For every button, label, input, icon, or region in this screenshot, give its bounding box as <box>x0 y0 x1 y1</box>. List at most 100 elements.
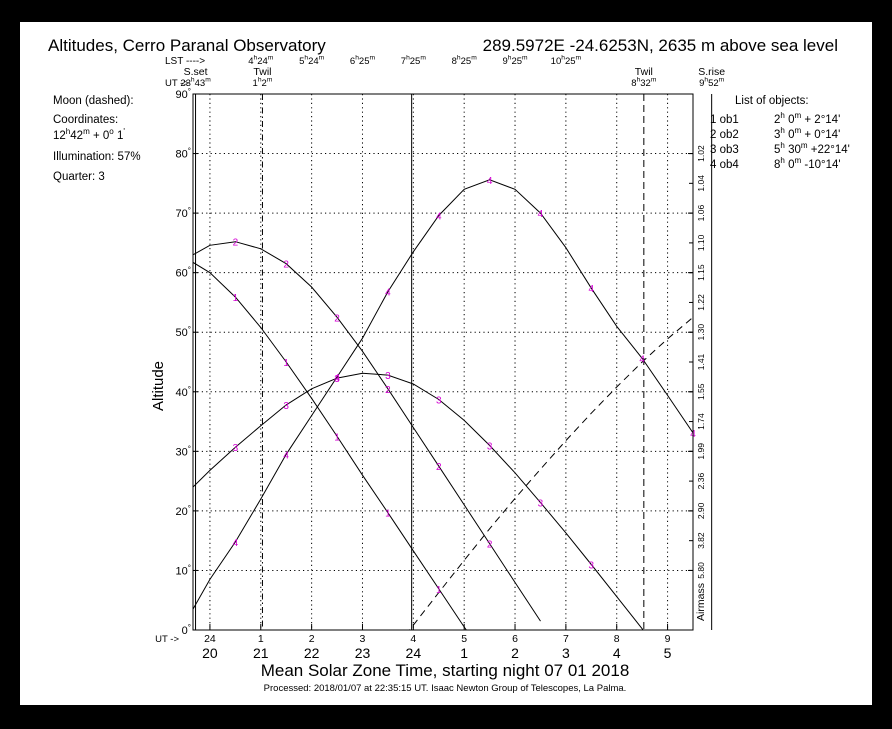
series-label-3: 3 <box>385 371 391 382</box>
local-time-tick-label: 4 <box>613 645 621 661</box>
series-label-4: 4 <box>487 176 493 187</box>
series-label-2: 2 <box>385 385 391 396</box>
ut-arrow-label-bottom: UT -> <box>155 634 179 645</box>
local-time-tick-label: 23 <box>355 645 371 661</box>
event-time: 23h43m <box>180 77 211 89</box>
series-label-2: 2 <box>334 313 340 324</box>
moon-quarter: Quarter: 3 <box>53 171 105 183</box>
y-tick-label: 10° <box>176 563 191 577</box>
airmass-tick-label: 2.90 <box>696 502 706 519</box>
event-time: 9h52m <box>699 77 725 89</box>
airmass-label: Airmass <box>695 583 707 621</box>
ut-tick-label: 4 <box>410 633 416 645</box>
y-tick-label: 20° <box>176 504 191 518</box>
airmass-tick-label: 1.06 <box>696 205 706 222</box>
airmass-tick-label: 1.22 <box>696 294 706 311</box>
y-tick-label: 80° <box>176 147 191 161</box>
plot-frame <box>192 93 694 631</box>
moon-title: Moon (dashed): <box>53 95 134 107</box>
series-line-2 <box>193 241 541 622</box>
event-name: S.set <box>184 66 208 78</box>
local-time-tick-label: 5 <box>664 645 672 661</box>
local-time-tick-label: 1 <box>460 645 468 661</box>
object-list-coordinates: 8h 0m -10°14' <box>774 156 841 171</box>
series-label-4: 4 <box>334 373 340 384</box>
airmass-tick-label: 5.80 <box>696 562 706 579</box>
event-name: Twil <box>635 66 653 78</box>
event-name: Twil <box>253 66 271 78</box>
airmass-tick-label: 1.30 <box>696 324 706 341</box>
series-label-4: 4 <box>233 538 239 549</box>
y-tick-label: 40° <box>176 385 191 399</box>
series-label-3: 3 <box>233 443 239 454</box>
airmass-tick-label: 1.99 <box>696 443 706 460</box>
object-list-entry: 1 ob1 <box>710 114 739 126</box>
event-name: S.rise <box>698 66 725 78</box>
series-label-2: 2 <box>487 540 493 551</box>
series-label-4: 4 <box>639 354 645 365</box>
series-label-1: 1 <box>334 432 340 443</box>
moon-illumination: Illumination: 57% <box>53 151 141 163</box>
series-label-3: 3 <box>334 374 340 385</box>
series-label-4: 4 <box>436 211 442 222</box>
lst-tick-label: 5h24m <box>299 55 325 67</box>
series-label-1: 1 <box>283 358 289 369</box>
airmass-tick-label: 1.41 <box>696 353 706 370</box>
object-list-coordinates: 2h 0m + 2°14' <box>774 111 840 126</box>
airmass-tick-label: 1.10 <box>696 234 706 251</box>
y-axis-label: Altitude <box>150 361 167 411</box>
lst-tick-label: 4h24m <box>248 55 274 67</box>
local-time-tick-label: 21 <box>253 645 269 661</box>
y-tick-label: 60° <box>176 266 191 280</box>
moon-track <box>409 316 693 630</box>
series-label-1: 1 <box>385 509 391 520</box>
footer-processed: Processed: 2018/01/07 at 22:35:15 UT. Is… <box>264 683 627 694</box>
ut-tick-label: 24 <box>204 633 216 645</box>
objects-title: List of objects: <box>735 95 809 107</box>
ut-tick-label: 6 <box>512 633 518 645</box>
y-tick-label: 90° <box>176 87 191 101</box>
object-list-coordinates: 3h 0m + 0°14' <box>774 126 840 141</box>
lst-tick-label: 10h25m <box>551 55 582 67</box>
series-label-4: 4 <box>538 209 544 220</box>
local-time-tick-label: 24 <box>406 645 422 661</box>
series-line-1 <box>193 261 467 630</box>
airmass-tick-label: 1.04 <box>696 175 706 192</box>
series-label-4: 4 <box>589 284 595 295</box>
observatory-location: 289.5972E -24.6253N, 2635 m above sea le… <box>483 36 838 55</box>
airmass-tick-label: 3.82 <box>696 532 706 549</box>
lst-tick-label: 7h25m <box>401 55 427 67</box>
y-tick-label: 50° <box>176 325 191 339</box>
airmass-tick-label: 1.55 <box>696 383 706 400</box>
series-label-3: 3 <box>436 396 442 407</box>
airmass-tick-label: 1.02 <box>696 145 706 162</box>
local-time-tick-label: 2 <box>511 645 519 661</box>
series-line-3 <box>193 372 644 630</box>
object-list-entry: 3 ob3 <box>710 144 739 156</box>
event-time: 1h2m <box>253 77 273 89</box>
ut-tick-label: 5 <box>461 633 467 645</box>
series-line-4 <box>193 179 693 611</box>
lst-tick-label: 6h25m <box>350 55 376 67</box>
x-axis-label: Mean Solar Zone Time, starting night 07 … <box>261 661 630 680</box>
y-tick-label: 30° <box>176 444 191 458</box>
ut-tick-label: 7 <box>563 633 569 645</box>
chart-sheet: Altitudes, Cerro Paranal Observatory 289… <box>20 22 872 705</box>
series-label-2: 2 <box>436 462 442 473</box>
ut-tick-label: 1 <box>258 633 264 645</box>
object-list-coordinates: 5h 30m +22°14' <box>774 141 850 156</box>
airmass-tick-label: 2.36 <box>696 473 706 490</box>
local-time-tick-label: 3 <box>562 645 570 661</box>
airmass-tick-label: 1.74 <box>696 413 706 430</box>
series-label-3: 3 <box>589 560 595 571</box>
series-label-4: 4 <box>385 288 391 299</box>
y-tick-label: 70° <box>176 206 191 220</box>
object-list-entry: 4 ob4 <box>710 159 739 171</box>
airmass-tick-label: 1.15 <box>696 264 706 281</box>
series-label-3: 3 <box>487 441 493 452</box>
series-label-4: 4 <box>283 450 289 461</box>
series-label-1: 1 <box>436 585 442 596</box>
object-list-entry: 2 ob2 <box>710 129 739 141</box>
altitude-chart: Altitudes, Cerro Paranal Observatory 289… <box>48 36 850 694</box>
ut-tick-label: 2 <box>309 633 315 645</box>
